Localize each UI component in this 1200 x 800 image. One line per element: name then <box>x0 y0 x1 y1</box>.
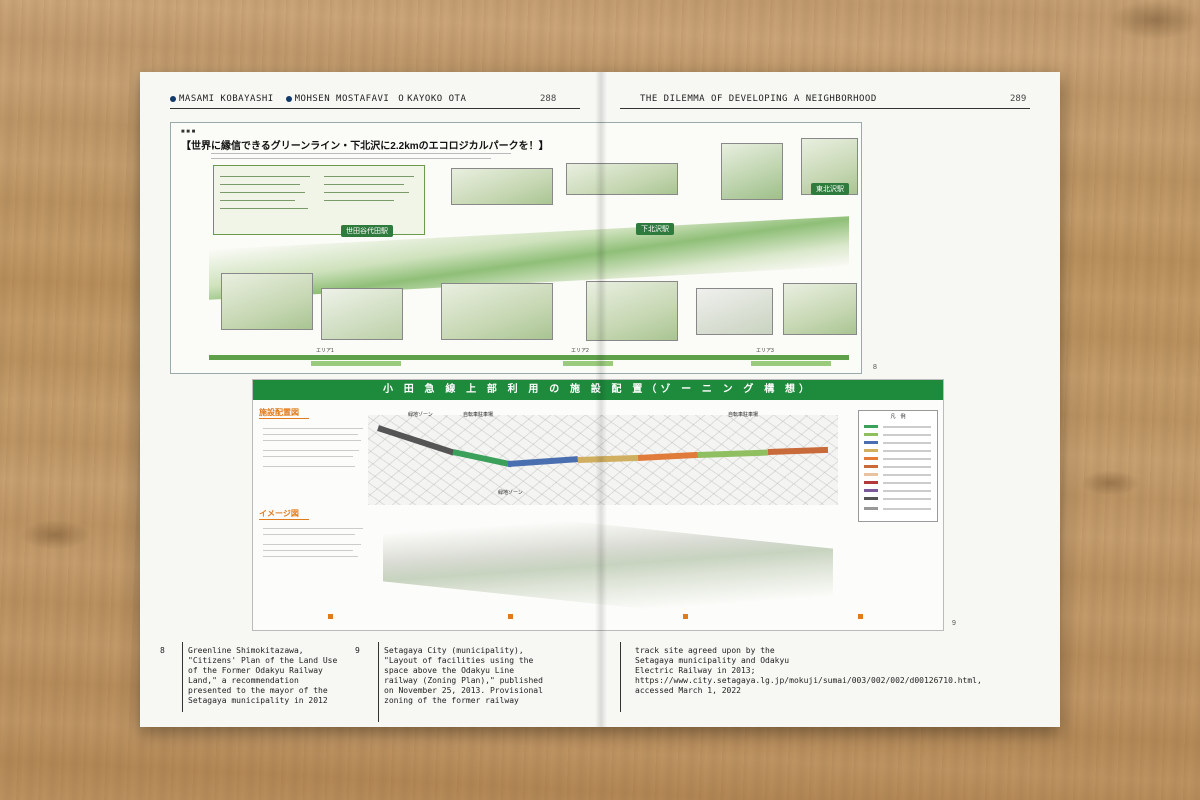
section-layout-title: 施設配置図 <box>259 408 299 417</box>
marker-square <box>683 614 688 619</box>
legend-swatch <box>864 433 878 436</box>
map-callout: 緑地ゾーン <box>498 490 523 496</box>
legend-swatch <box>864 465 878 468</box>
caption-rule <box>378 642 379 722</box>
figure-8-title: 【世界に縁信できるグリーンライン・下北沢に2.2kmのエコロジカルパークを！】 <box>181 141 549 152</box>
track-segment <box>577 454 639 463</box>
wood-knot <box>20 520 90 550</box>
bullet-dot-icon <box>285 95 292 102</box>
legend-swatch <box>864 425 878 428</box>
area-label: エリア1 <box>316 348 334 354</box>
zoning-map: 緑地ゾーン 自転車駐車場 自転車駐車場 緑地ゾーン <box>368 412 838 505</box>
area-label: エリア2 <box>571 348 589 354</box>
track-segment <box>452 449 513 468</box>
legend-swatch <box>864 457 878 460</box>
figure-9-number: 9 <box>952 620 956 627</box>
map-legend: 凡 例 <box>858 410 938 522</box>
legend-swatch <box>864 473 878 476</box>
wood-knot <box>1080 470 1140 496</box>
area-sub-bar-3 <box>751 361 831 366</box>
area-sub-bar-2 <box>563 361 613 366</box>
left-page-number: 288 <box>540 94 557 104</box>
header-rule-left <box>170 108 580 109</box>
legend-swatch <box>864 489 878 492</box>
perspective-illustration <box>383 501 833 629</box>
station-label: 世田谷代田駅 <box>341 225 393 237</box>
track-segment <box>637 451 699 461</box>
bullet-dot-icon <box>170 95 176 102</box>
track-segment <box>767 446 829 455</box>
caption-number-8: 8 <box>160 646 165 655</box>
sketch-vignette <box>566 163 678 195</box>
sketch-vignette <box>321 288 403 340</box>
marker-square <box>858 614 863 619</box>
legend-swatch <box>864 441 878 444</box>
text-line <box>211 153 511 154</box>
figure-9-header: 小 田 急 線 上 部 利 用 の 施 設 配 置（ゾ ー ニ ン グ 構 想） <box>253 380 943 400</box>
figure-8-greenline-plan: ■ ■ ■ 【世界に縁信できるグリーンライン・下北沢に2.2kmのエコロジカルパ… <box>170 122 862 374</box>
legend-swatch <box>864 449 878 452</box>
section-underline <box>259 519 309 520</box>
caption-number-9: 9 <box>355 646 360 655</box>
wood-knot <box>1110 0 1200 40</box>
area-sub-bar-1 <box>311 361 401 366</box>
track-segment <box>697 449 769 458</box>
marker-square <box>508 614 513 619</box>
marker-square <box>328 614 333 619</box>
caption-8: Greenline Shimokitazawa, "Citizens' Plan… <box>188 646 338 705</box>
figure-9-zoning-plan: 小 田 急 線 上 部 利 用 の 施 設 配 置（ゾ ー ニ ン グ 構 想）… <box>252 379 944 631</box>
legend-swatch <box>864 507 878 510</box>
caption-9: Setagaya City (municipality), "Layout of… <box>384 646 543 705</box>
caption-rule <box>182 642 183 712</box>
right-page-number: 289 <box>1010 94 1027 104</box>
station-label: 東北沢駅 <box>811 183 849 195</box>
map-callout: 緑地ゾーン <box>408 412 433 418</box>
station-label: 下北沢駅 <box>636 223 674 235</box>
legend-swatch <box>864 497 878 500</box>
sketch-vignette <box>783 283 857 335</box>
area-label: エリア3 <box>756 348 774 354</box>
caption-9-continued: track site agreed upon by the Setagaya m… <box>635 646 982 695</box>
sketch-vignette <box>586 281 678 341</box>
separator-o: O <box>398 94 405 104</box>
legend-title: 凡 例 <box>890 414 906 420</box>
area-bar <box>209 355 849 360</box>
figure-8-kicker: ■ ■ ■ <box>181 129 196 135</box>
caption-rule <box>620 642 621 712</box>
concept-box <box>213 165 425 235</box>
right-running-head: THE DILEMMA OF DEVELOPING A NEIGHBORHOOD <box>640 94 877 104</box>
sketch-vignette <box>696 288 773 335</box>
track-segment <box>507 456 579 467</box>
section-image-title: イメージ図 <box>259 509 299 518</box>
figure-8-number: 8 <box>873 364 877 371</box>
sketch-vignette <box>451 168 553 205</box>
track-segment <box>377 425 456 456</box>
text-line <box>211 158 491 159</box>
sketch-vignette <box>441 283 553 340</box>
map-callout: 自転車駐車場 <box>463 412 494 418</box>
header-rule-right <box>620 108 1030 109</box>
sketch-vignette <box>221 273 313 330</box>
legend-swatch <box>864 481 878 484</box>
sketch-vignette <box>721 143 783 200</box>
map-callout: 自転車駐車場 <box>728 412 759 418</box>
section-underline <box>259 418 309 419</box>
